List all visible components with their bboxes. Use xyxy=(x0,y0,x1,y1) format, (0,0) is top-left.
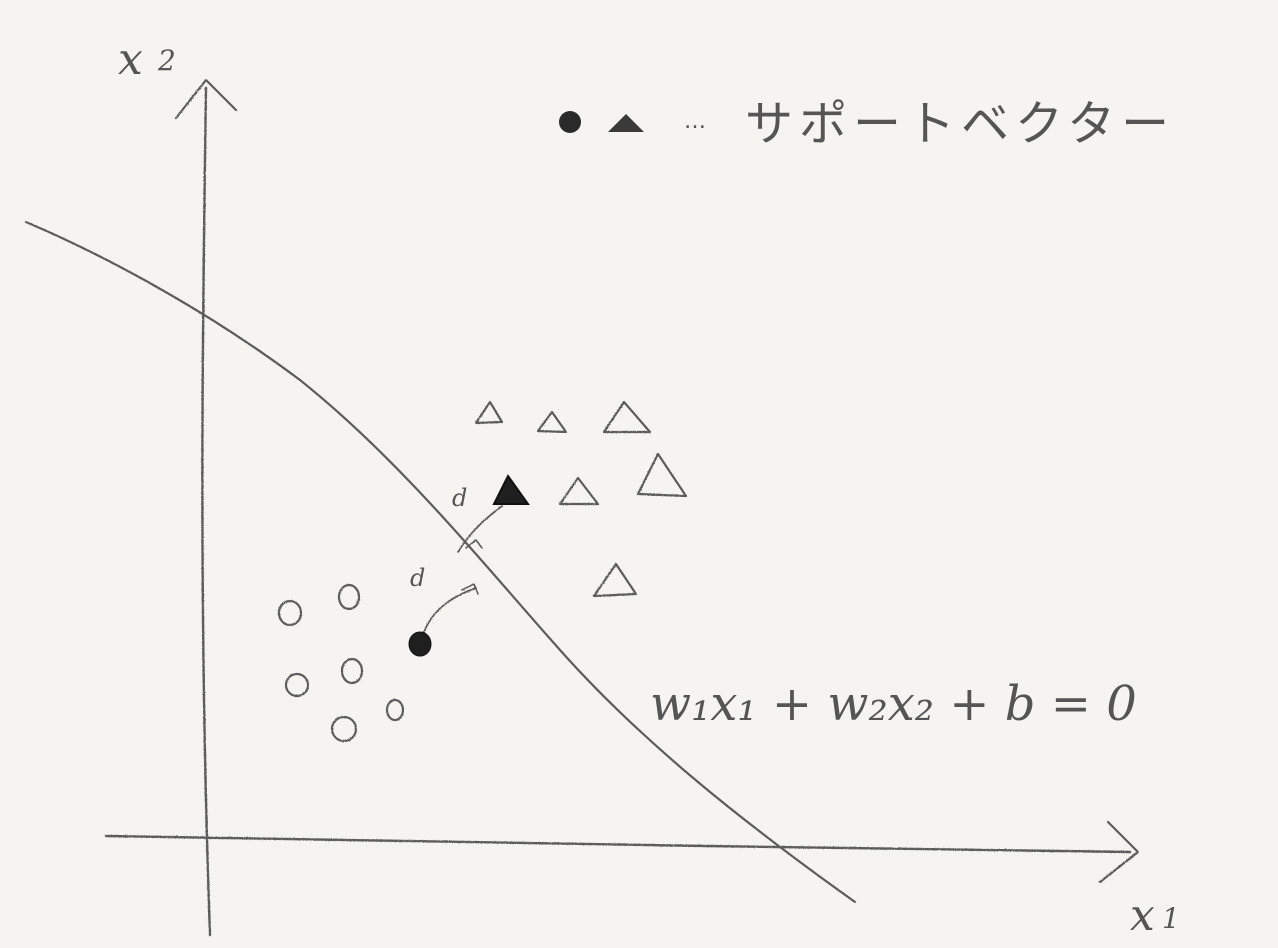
x-axis-arrowhead xyxy=(1098,820,1140,884)
margin-arrow-upper xyxy=(457,505,503,553)
circle-point xyxy=(385,698,405,722)
support-vectors xyxy=(408,474,530,657)
y-axis xyxy=(201,86,212,937)
support-vector-circle xyxy=(408,631,432,657)
triangle-point xyxy=(636,452,688,498)
svg-text:x: x xyxy=(118,34,143,85)
triangle-point xyxy=(536,410,568,434)
triangle-point xyxy=(558,476,600,506)
circle-point xyxy=(284,672,310,698)
x-axis xyxy=(104,834,1132,854)
y-axis-label: x 2 xyxy=(118,34,176,85)
x-axis-label: x 1 xyxy=(1130,890,1180,941)
right-angle-mark-lower xyxy=(461,583,479,595)
decision-boundary xyxy=(24,220,857,904)
legend-ellipsis: … xyxy=(684,109,706,134)
y-axis-arrowhead xyxy=(174,78,238,120)
svg-text:x: x xyxy=(1130,890,1155,941)
right-angle-mark-upper xyxy=(465,539,483,549)
legend: … サポートベクター xyxy=(559,96,1175,152)
triangle-point xyxy=(592,562,638,598)
svg-text:1: 1 xyxy=(1162,902,1180,935)
svg-text:2: 2 xyxy=(157,44,176,77)
triangle-point xyxy=(602,400,652,434)
support-vector-triangle xyxy=(492,474,530,505)
legend-circle-icon xyxy=(559,111,581,133)
circle-point xyxy=(337,583,361,611)
margin-label-lower: d xyxy=(410,564,425,592)
margin-label-upper: d xyxy=(452,484,467,512)
triangle-class-points xyxy=(474,400,688,598)
legend-triangle-icon xyxy=(608,114,644,132)
legend-label: サポートベクター xyxy=(745,96,1175,152)
circle-class-points xyxy=(277,583,405,743)
circle-point xyxy=(340,657,364,685)
boundary-equation: w₁x₁ + w₂x₂ + b = 0 xyxy=(650,676,1137,732)
margin-arrow-lower xyxy=(423,587,477,633)
circle-point xyxy=(330,715,358,743)
triangle-point xyxy=(474,400,504,425)
circle-point xyxy=(277,599,303,627)
